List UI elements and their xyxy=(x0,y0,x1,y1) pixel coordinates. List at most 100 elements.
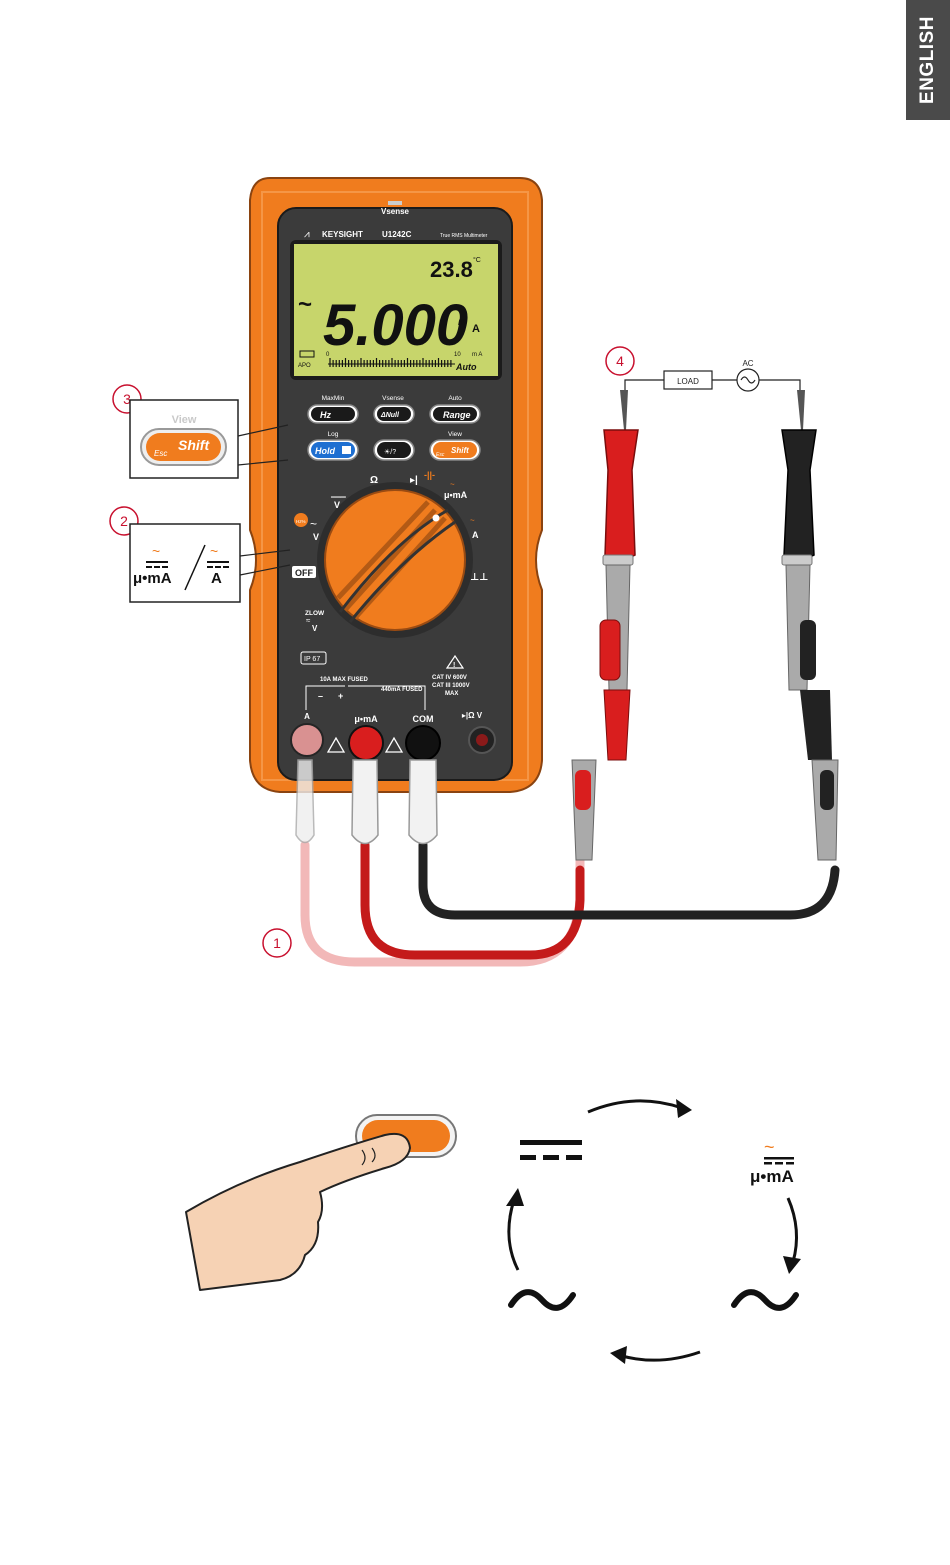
hold-button[interactable]: Hold xyxy=(307,439,359,461)
callout-3-view: View xyxy=(172,414,197,426)
svg-text:Range: Range xyxy=(443,410,471,420)
dial-pointer xyxy=(432,514,440,522)
cat-rating-1: CAT IV 600V xyxy=(432,675,467,681)
red-wire xyxy=(360,840,585,960)
shift-button[interactable]: Esc Shift xyxy=(429,439,481,461)
lcd-apo: APO xyxy=(298,363,311,369)
svg-text:3: 3 xyxy=(123,391,131,407)
jack-warning-icon-2 xyxy=(384,736,404,753)
callout-2-left-ac-icon: ~ xyxy=(152,543,160,559)
svg-text:Hold: Hold xyxy=(315,446,335,456)
cycle-ac-icon-left xyxy=(508,1289,576,1311)
multimeter: Vsense ⩘ KEYSIGHT U1242C True RMS Multim… xyxy=(249,177,543,845)
vsense-indicator xyxy=(388,201,402,205)
brand-label: KEYSIGHT xyxy=(322,230,363,239)
svg-text:1: 1 xyxy=(273,935,281,951)
shift-press-illustration xyxy=(185,1114,457,1291)
terminal-com-label: COM xyxy=(413,714,434,724)
cycle-uama-label: μ•mA xyxy=(750,1167,794,1186)
terminal-v-label: ▸|Ω V xyxy=(462,711,483,720)
language-tab[interactable]: ENGLISH xyxy=(906,0,950,120)
vsense-top-label: Vsense xyxy=(381,207,410,216)
lcd-main-unit: A xyxy=(472,323,480,335)
dial-ohm: Ω xyxy=(370,475,378,486)
warning-mark: ! xyxy=(453,662,455,669)
hz-button[interactable]: Hz xyxy=(307,404,359,424)
ip-rating: IP 67 xyxy=(304,656,320,663)
temp-plus-label: + xyxy=(338,691,343,701)
cat-rating-2: CAT III 1000V xyxy=(432,683,470,689)
lcd-sub-reading: 23.8 xyxy=(430,257,473,282)
svg-text:4: 4 xyxy=(616,353,624,369)
terminal-bracket xyxy=(305,685,426,710)
ip-rating-box xyxy=(300,651,327,665)
dial-hz-icon xyxy=(294,513,308,527)
lcd-bargraph xyxy=(328,358,455,367)
hand-icon xyxy=(185,1132,411,1291)
cycle-dc-icon xyxy=(520,1140,582,1145)
dial-dcv-bars: ═══ xyxy=(330,494,346,501)
dial-hz-percent: Hz% xyxy=(296,519,306,524)
cat-max: MAX xyxy=(445,691,458,697)
svg-text:ΔNull: ΔNull xyxy=(380,412,400,419)
temp-minus-label: – xyxy=(318,691,323,701)
dial-cap: -||- xyxy=(424,470,435,480)
null-button[interactable]: ΔNull xyxy=(373,404,415,424)
svg-text:2: 2 xyxy=(120,513,128,529)
callout-2-right-label: A xyxy=(211,570,222,587)
callout-2: 2 ~ μ•mA ~ A xyxy=(109,506,291,603)
cycle-arrow-bottom xyxy=(621,1350,701,1362)
dial-off[interactable]: OFF xyxy=(292,566,316,578)
jack-com[interactable] xyxy=(405,725,441,761)
lcd-main-reading: 5.000 xyxy=(323,293,468,358)
backlight-button[interactable]: ☀/? xyxy=(373,439,415,461)
jack-a[interactable] xyxy=(290,723,324,757)
svg-text:OFF: OFF xyxy=(295,568,313,578)
auto-label: Auto xyxy=(448,395,462,402)
terminal-a-label: A xyxy=(304,712,310,721)
view-label: View xyxy=(448,431,462,438)
red-probe xyxy=(571,390,639,861)
backlight-icon: ☀/? xyxy=(384,448,396,456)
load-label: LOAD xyxy=(677,377,699,386)
lcd-sub-unit: °C xyxy=(473,256,481,264)
svg-text:Esc: Esc xyxy=(436,452,445,458)
jack-ma[interactable] xyxy=(348,725,384,761)
lcd-unit-prefix: m xyxy=(458,317,467,328)
lcd-bar-end: 10 xyxy=(454,352,461,358)
load-box xyxy=(663,370,713,390)
warning-icon xyxy=(445,654,465,669)
lcd-screen xyxy=(294,244,498,376)
lead-wires xyxy=(300,840,840,967)
svg-text:Hz: Hz xyxy=(320,410,331,420)
callout-1: 1 xyxy=(262,928,292,958)
mode-cycle: ~ μ•mA xyxy=(506,1099,801,1364)
dial-temp-icon: ⊥⊥ xyxy=(470,572,488,583)
plug-ma xyxy=(351,759,379,845)
svg-text:Shift: Shift xyxy=(451,446,469,455)
dial-dcv: V xyxy=(334,500,340,510)
range-button[interactable]: Range xyxy=(429,404,481,424)
subtitle-label: True RMS Multimeter xyxy=(440,233,488,239)
cycle-arrow-top xyxy=(587,1099,683,1114)
dial-a-ac-icon: ~ xyxy=(470,516,475,525)
lcd-range-mode: Auto xyxy=(455,362,477,372)
rotary-switch[interactable] xyxy=(317,482,473,638)
terminal-ma-label: μ•mA xyxy=(354,714,378,724)
hold-icon xyxy=(342,446,351,454)
load-circuit: LOAD AC xyxy=(624,359,801,392)
callout-3-esc: Esc xyxy=(154,449,167,458)
plug-com xyxy=(408,759,438,845)
lcd-bar-start: 0 xyxy=(326,352,330,358)
plug-a xyxy=(295,759,315,844)
callout-2-right-ac-icon: ~ xyxy=(210,543,218,559)
callout-3-shift: Shift xyxy=(178,437,210,453)
dial-a: A xyxy=(472,530,479,540)
fuse-a-label: 10A MAX FUSED xyxy=(320,677,368,683)
callout-2-left-dc-icon xyxy=(146,561,168,563)
dial-acv: V xyxy=(313,532,319,542)
lcd-bar-unit: m A xyxy=(472,352,482,358)
dial-zlow-v: V xyxy=(312,624,318,633)
model-label: U1242C xyxy=(382,230,412,239)
